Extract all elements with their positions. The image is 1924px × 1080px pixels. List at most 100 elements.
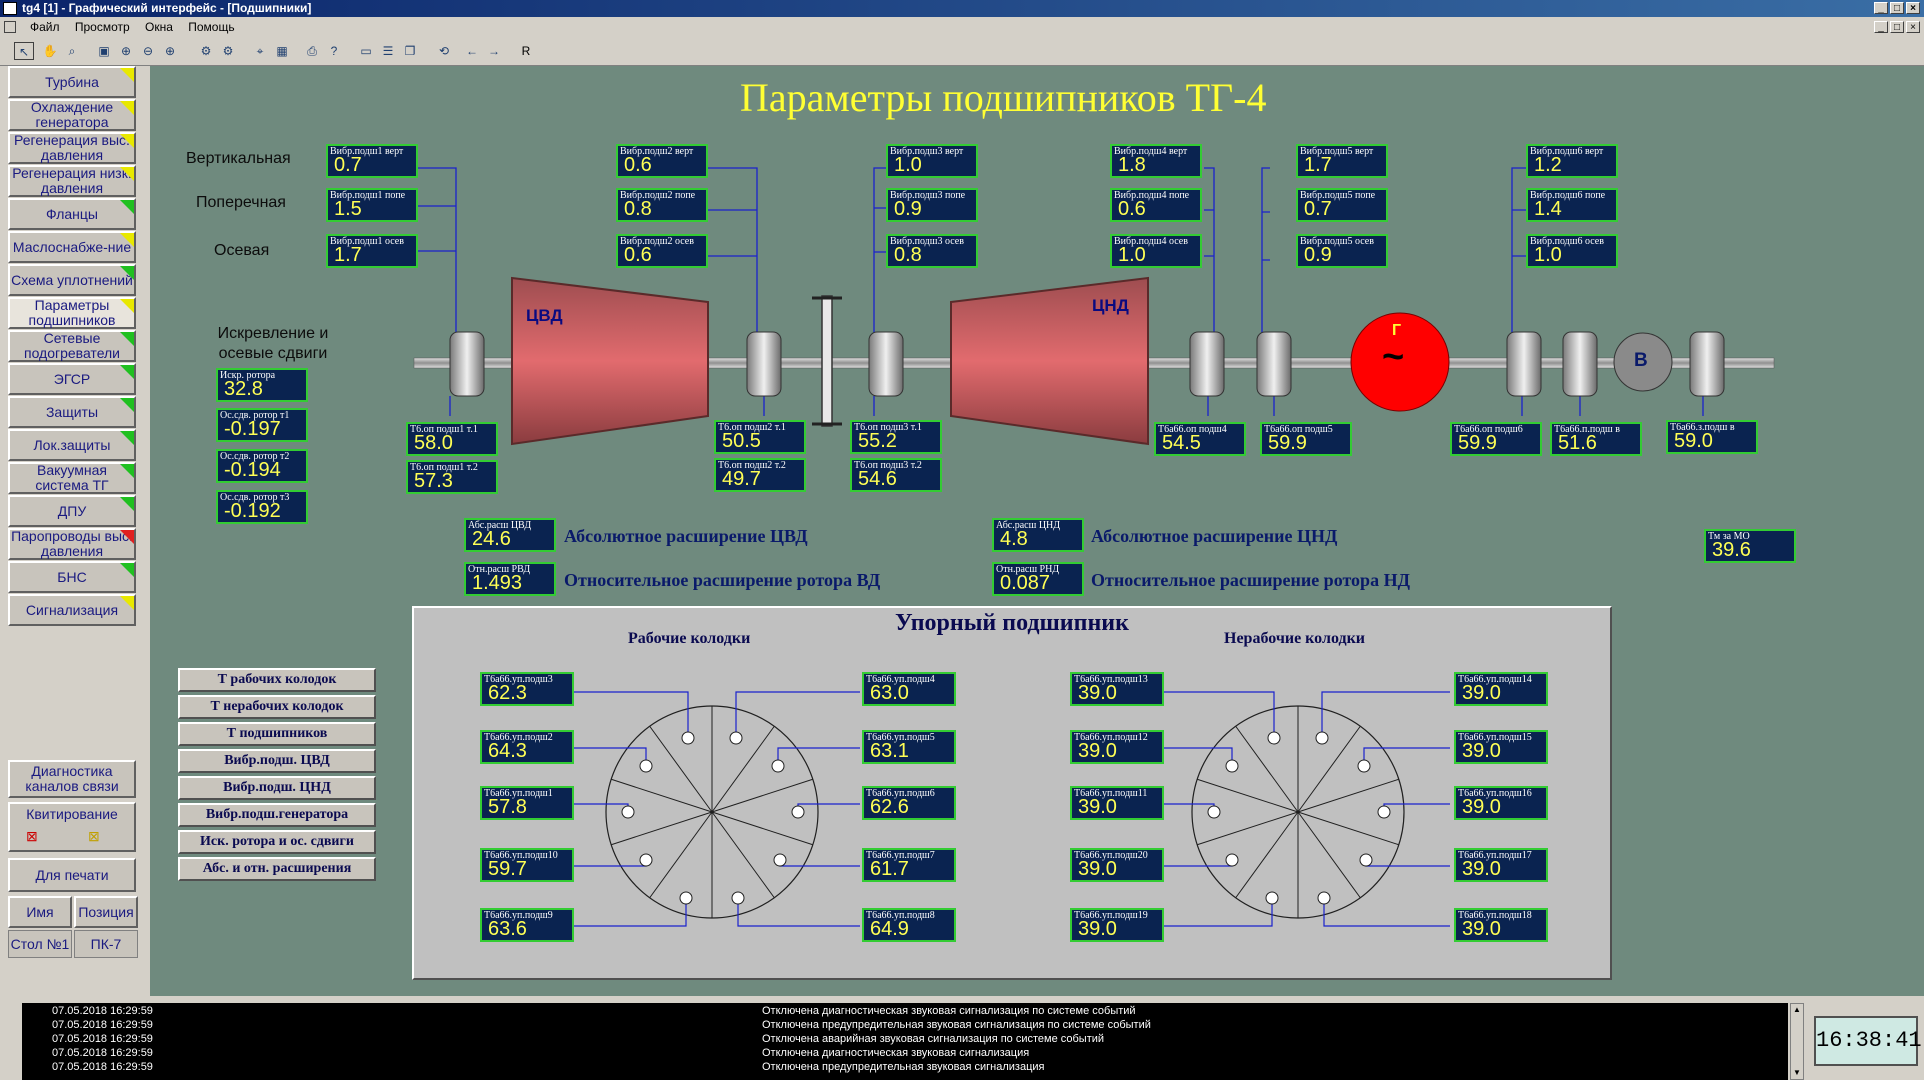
help-icon[interactable]: ? [330, 44, 338, 58]
doc-minimize-button[interactable]: _ [1874, 21, 1888, 33]
maximize-button[interactable]: □ [1890, 2, 1904, 14]
acknowledge-button[interactable]: Квитирование ⊠ ⊠ [8, 802, 136, 852]
doc-restore-button[interactable]: □ [1890, 21, 1904, 33]
link-icon[interactable]: ⚙ [200, 44, 212, 58]
view-button-3[interactable]: Вибр.подш. ЦВД [178, 749, 376, 773]
zoom-fit-icon[interactable]: ▣ [98, 44, 110, 58]
sidebar-item-1[interactable]: Охлаждение генератора [8, 99, 136, 131]
sidebar-item-16[interactable]: Сигнализация [8, 594, 136, 626]
window-cascade-icon[interactable]: ❐ [404, 44, 416, 58]
sidebar-item-2[interactable]: Регенерация выс. давления [8, 132, 136, 164]
view-button-5[interactable]: Вибр.подш.генератора [178, 803, 376, 827]
sidebar-item-9[interactable]: ЭГСР [8, 363, 136, 395]
menu-view[interactable]: Просмотр [74, 20, 130, 34]
sidebar-item-15[interactable]: БНС [8, 561, 136, 593]
value-box-osd2[interactable]: Ос.сдв. ротор т2-0.194 [216, 449, 308, 483]
menu-windows[interactable]: Окна [145, 20, 173, 34]
back-arrow-icon[interactable]: ← [466, 44, 478, 58]
forward-arrow-icon[interactable]: → [488, 44, 500, 58]
sidebar-item-6[interactable]: Схема уплотнений [8, 264, 136, 296]
sidebar-item-10[interactable]: Защиты [8, 396, 136, 428]
print-mode-button[interactable]: Для печати [8, 858, 136, 892]
refresh-icon[interactable]: ⟲ [438, 44, 450, 58]
window-horizontal-icon[interactable]: ☰ [382, 44, 394, 58]
pointer-icon[interactable]: ↖ [14, 42, 34, 60]
zoom-in-icon[interactable]: ⊕ [164, 44, 176, 58]
sidebar-item-diagnostics[interactable]: Диагностика каналов связи [8, 760, 136, 798]
view-button-7[interactable]: Абс. и отн. расширения [178, 857, 376, 881]
sidebar-item-11[interactable]: Лок.защиты [8, 429, 136, 461]
sidebar-item-7[interactable]: Параметры подшипников [8, 297, 136, 329]
sidebar-item-12[interactable]: Вакуумная система ТГ [8, 462, 136, 494]
sidebar-item-13[interactable]: ДПУ [8, 495, 136, 527]
menu-help[interactable]: Помощь [188, 20, 235, 34]
hand-icon[interactable]: ✋ [42, 44, 58, 58]
scroll-up-icon[interactable]: ▲ [1793, 1005, 1801, 1014]
r-button[interactable]: R [521, 44, 531, 58]
view-button-0[interactable]: Т рабочих колодок [178, 668, 376, 692]
magnifier-icon[interactable]: ⌕ [68, 44, 76, 58]
window-tile-icon[interactable]: ▭ [360, 44, 372, 58]
view-button-2[interactable]: Т подшипников [178, 722, 376, 746]
log-scrollbar[interactable]: ▲ ▼ [1790, 1003, 1804, 1080]
sidebar-item-3[interactable]: Регенерация низк. давления [8, 165, 136, 197]
value-box-osd1[interactable]: Ос.сдв. ротор т1-0.197 [216, 408, 308, 442]
sidebar-item-8[interactable]: Сетевые подогреватели [8, 330, 136, 362]
position-tab[interactable]: Позиция [74, 896, 138, 928]
close-button[interactable]: × [1906, 2, 1920, 14]
sidebar-item-0[interactable]: Турбина [8, 66, 136, 98]
sidebar-item-14[interactable]: Паропроводы выс. давления [8, 528, 136, 560]
print-icon[interactable]: ⎙ [307, 44, 317, 58]
minimize-button[interactable]: _ [1874, 2, 1888, 14]
value-box-osd3[interactable]: Ос.сдв. ротор т3-0.192 [216, 490, 308, 524]
